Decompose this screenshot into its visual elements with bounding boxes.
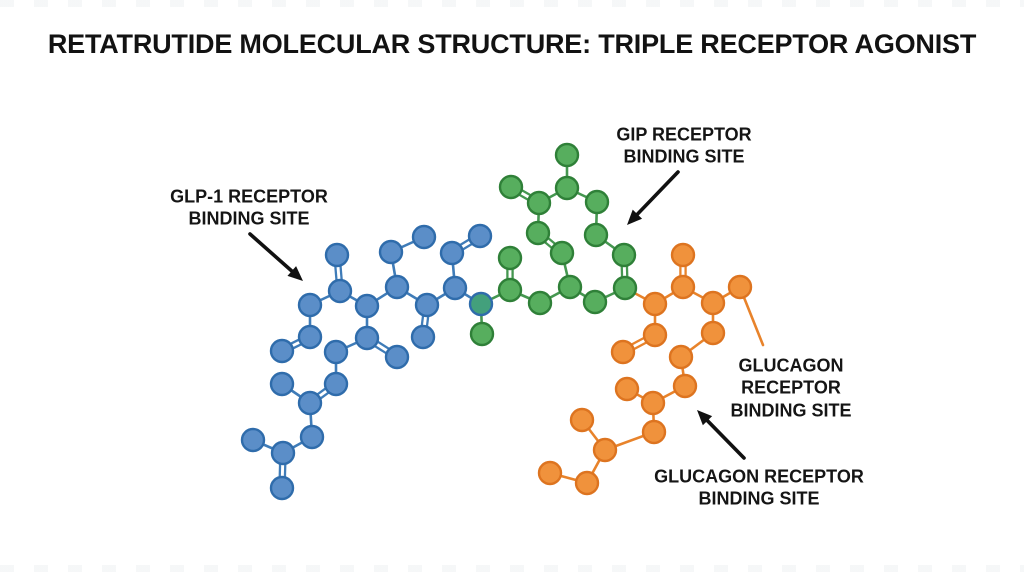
atom-node [414, 292, 440, 318]
atom-node [525, 220, 551, 246]
bottom-edge-artifact [0, 565, 1024, 572]
atom-node [700, 320, 726, 346]
atom-node [384, 274, 410, 300]
atom-node [498, 174, 524, 200]
atom-node [614, 376, 640, 402]
gip-binding-site-label: GIP RECEPTOR BINDING SITE [616, 124, 751, 169]
atom-node [554, 142, 580, 168]
atom-node [574, 470, 600, 496]
atom-node [549, 240, 575, 266]
atom-node [384, 344, 410, 370]
atom-node [270, 440, 296, 466]
atom-node [240, 427, 266, 453]
gip-arrow [631, 170, 680, 221]
atom-node [354, 325, 380, 351]
atom-node [668, 344, 694, 370]
glp1-arrow-head [287, 266, 303, 281]
gip-arrow-head [627, 209, 643, 225]
glucagon-right-binding-site-label: GLUCAGON RECEPTOR BINDING SITE [730, 355, 851, 422]
atom-node [497, 277, 523, 303]
glucagon-bottom-binding-site-label: GLUCAGON RECEPTOR BINDING SITE [654, 466, 864, 511]
atom-node [324, 242, 350, 268]
atom-node [469, 321, 495, 347]
glucagon-right-line2: RECEPTOR [741, 377, 841, 398]
atom-node [727, 274, 753, 300]
atom-node [354, 293, 380, 319]
atom-node [584, 189, 610, 215]
atom-node [410, 324, 436, 350]
atom-node [642, 291, 668, 317]
glucagon-arrow [701, 414, 746, 460]
atom-node [269, 475, 295, 501]
atom-node [641, 419, 667, 445]
glp1-arrow [248, 232, 299, 277]
glucagon-bottom-line2: BINDING SITE [698, 489, 820, 509]
atom-node [610, 339, 636, 365]
atom-node [642, 322, 668, 348]
atom-node [557, 274, 583, 300]
atom-node [297, 390, 323, 416]
glucagon-right-line3: BINDING SITE [730, 400, 852, 421]
top-edge-artifact [0, 0, 1024, 7]
gip-label-line1: GIP RECEPTOR [616, 124, 752, 145]
atom-node [670, 274, 696, 300]
dangling-bond [739, 288, 765, 347]
atom-node [497, 245, 523, 271]
atom-node [554, 175, 580, 201]
atom-node [640, 390, 666, 416]
glucagon-bottom-line1: GLUCAGON RECEPTOR [654, 466, 864, 487]
atom-node [582, 289, 608, 315]
atom-node [439, 240, 465, 266]
atom-node [411, 224, 437, 250]
glucagon-right-line1: GLUCAGON [738, 355, 844, 376]
atom-node [467, 223, 493, 249]
glucagon-arrow-head [697, 410, 713, 426]
atom-node [297, 292, 323, 318]
atom-node [612, 275, 638, 301]
atom-node [299, 424, 325, 450]
atom-node [569, 407, 595, 433]
atom-node [537, 460, 563, 486]
atom-node [670, 242, 696, 268]
diagram-title: RETATRUTIDE MOLECULAR STRUCTURE: TRIPLE … [47, 29, 977, 59]
atom-node [323, 339, 349, 365]
atom-node [592, 437, 618, 463]
atom-node [700, 290, 726, 316]
atom-node [323, 371, 349, 397]
atom-node [442, 275, 468, 301]
atom-node [583, 222, 609, 248]
atom-node [526, 190, 552, 216]
atom-node [269, 371, 295, 397]
atom-node [672, 373, 698, 399]
glp1-label-line2: BINDING SITE [188, 209, 310, 229]
atom-node [527, 290, 553, 316]
atom-node [327, 278, 353, 304]
atom-node [378, 239, 404, 265]
atom-node [611, 242, 637, 268]
atom-node [269, 338, 295, 364]
glp1-label-line1: GLP-1 RECEPTOR [170, 186, 328, 207]
glp1-binding-site-label: GLP-1 RECEPTOR BINDING SITE [170, 186, 328, 231]
atom-node [297, 324, 323, 350]
atom-node [468, 291, 494, 317]
gip-label-line2: BINDING SITE [623, 147, 745, 167]
